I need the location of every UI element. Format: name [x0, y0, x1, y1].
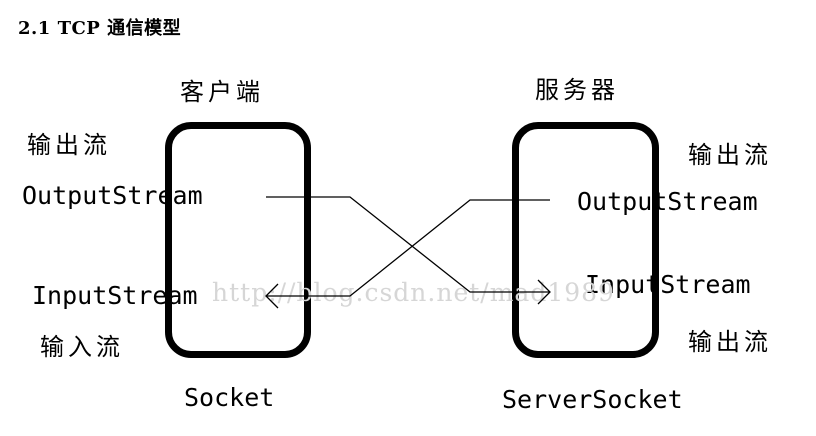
client-title: 客户端	[180, 78, 264, 106]
server-socket-label: ServerSocket	[502, 385, 683, 414]
client-input-stream: InputStream	[32, 281, 198, 310]
server-input-stream: InputStream	[585, 270, 751, 299]
client-output-stream: OutputStream	[22, 181, 203, 210]
client-input-label: 输入流	[40, 333, 124, 361]
server-input-label: 输出流	[688, 328, 772, 356]
client-socket-label: Socket	[184, 383, 275, 412]
server-to-client-line	[266, 199, 550, 297]
server-title: 服务器	[535, 76, 619, 104]
client-box	[165, 122, 311, 358]
client-output-label: 输出流	[27, 131, 111, 159]
server-arrowhead	[537, 279, 551, 305]
server-box	[512, 122, 659, 358]
server-output-label: 输出流	[688, 141, 772, 169]
section-heading: 2.1 TCP 通信模型	[18, 18, 182, 39]
client-arrowhead	[265, 283, 279, 309]
server-output-stream: OutputStream	[577, 187, 758, 216]
client-to-server-line	[266, 196, 550, 293]
